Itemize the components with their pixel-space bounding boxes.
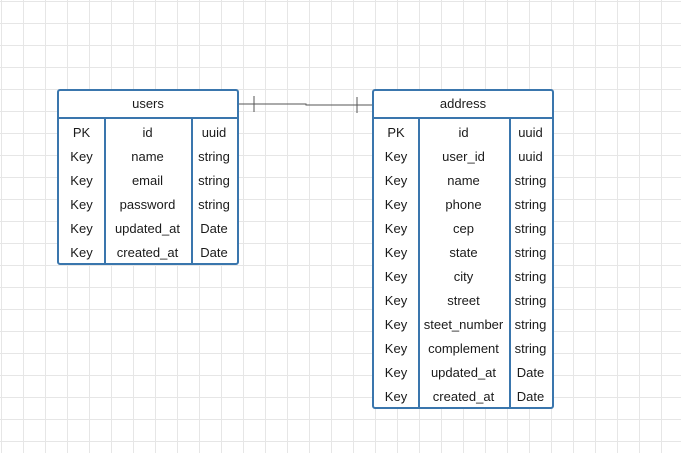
address-table-title: address <box>374 91 552 119</box>
field-name-cell: phone <box>445 197 482 212</box>
table-row: Key created_at Date <box>374 385 552 409</box>
table-row: Key name string <box>59 145 237 169</box>
table-row: Key password string <box>59 193 237 217</box>
table-row: Key street string <box>374 289 552 313</box>
key-cell: Key <box>384 245 408 260</box>
field-name-cell: steet_number <box>423 317 504 332</box>
field-name-cell: password <box>119 197 176 212</box>
field-type-cell: uuid <box>518 149 543 164</box>
users-column-divider <box>104 119 106 265</box>
table-row: PK id uuid <box>59 121 237 145</box>
field-name-cell: id <box>142 125 153 140</box>
field-name-cell: created_at <box>432 389 495 404</box>
field-type-cell: string <box>514 269 547 284</box>
field-name-cell: complement <box>428 341 499 356</box>
field-type-cell: string <box>198 173 230 188</box>
field-type-cell: Date <box>516 365 545 380</box>
key-cell: Key <box>384 317 408 332</box>
key-cell: Key <box>70 149 93 164</box>
field-name-cell: id <box>458 125 469 140</box>
field-type-cell: string <box>514 341 547 356</box>
field-name-cell: created_at <box>116 245 179 260</box>
table-row: Key steet_number string <box>374 313 552 337</box>
key-cell: Key <box>384 341 408 356</box>
table-row: Key user_id uuid <box>374 145 552 169</box>
field-type-cell: string <box>514 173 547 188</box>
field-name-cell: cep <box>453 221 474 236</box>
address-column-divider <box>509 119 511 409</box>
key-cell: Key <box>384 221 408 236</box>
key-cell: Key <box>384 293 408 308</box>
field-type-cell: Date <box>516 389 545 404</box>
field-type-cell: string <box>198 149 230 164</box>
users-table-title: users <box>59 91 237 119</box>
field-name-cell: email <box>131 173 164 188</box>
key-cell: Key <box>384 389 408 404</box>
key-cell: Key <box>70 245 93 260</box>
users-column-divider <box>191 119 193 265</box>
table-row: Key state string <box>374 241 552 265</box>
field-name-cell: city <box>453 269 474 284</box>
table-row: Key city string <box>374 265 552 289</box>
field-name-cell: name <box>131 149 164 164</box>
table-row: Key complement string <box>374 337 552 361</box>
key-cell: Key <box>384 149 408 164</box>
key-cell: PK <box>72 125 91 140</box>
table-row: Key email string <box>59 169 237 193</box>
table-row: PK id uuid <box>374 121 552 145</box>
table-row: Key phone string <box>374 193 552 217</box>
key-cell: Key <box>70 221 93 236</box>
key-cell: Key <box>384 173 408 188</box>
key-cell: PK <box>387 125 405 140</box>
key-cell: Key <box>384 197 408 212</box>
field-type-cell: uuid <box>201 125 227 140</box>
field-type-cell: string <box>198 197 230 212</box>
key-cell: Key <box>70 197 93 212</box>
table-row: Key created_at Date <box>59 241 237 265</box>
field-type-cell: string <box>514 221 547 236</box>
field-name-cell: state <box>449 245 478 260</box>
address-column-divider <box>418 119 420 409</box>
field-name-cell: user_id <box>442 149 485 164</box>
key-cell: Key <box>70 173 93 188</box>
field-type-cell: string <box>514 293 547 308</box>
table-row: Key updated_at Date <box>59 217 237 241</box>
table-row: Key cep string <box>374 217 552 241</box>
table-row: Key updated_at Date <box>374 361 552 385</box>
field-name-cell: name <box>447 173 480 188</box>
key-cell: Key <box>384 269 408 284</box>
field-type-cell: string <box>514 245 547 260</box>
field-name-cell: updated_at <box>430 365 497 380</box>
field-name-cell: street <box>447 293 480 308</box>
field-type-cell: string <box>514 317 547 332</box>
field-type-cell: Date <box>200 245 228 260</box>
field-type-cell: Date <box>200 221 228 236</box>
field-name-cell: updated_at <box>114 221 181 236</box>
table-row: Key name string <box>374 169 552 193</box>
key-cell: Key <box>384 365 408 380</box>
field-type-cell: string <box>514 197 547 212</box>
field-type-cell: uuid <box>518 125 543 140</box>
